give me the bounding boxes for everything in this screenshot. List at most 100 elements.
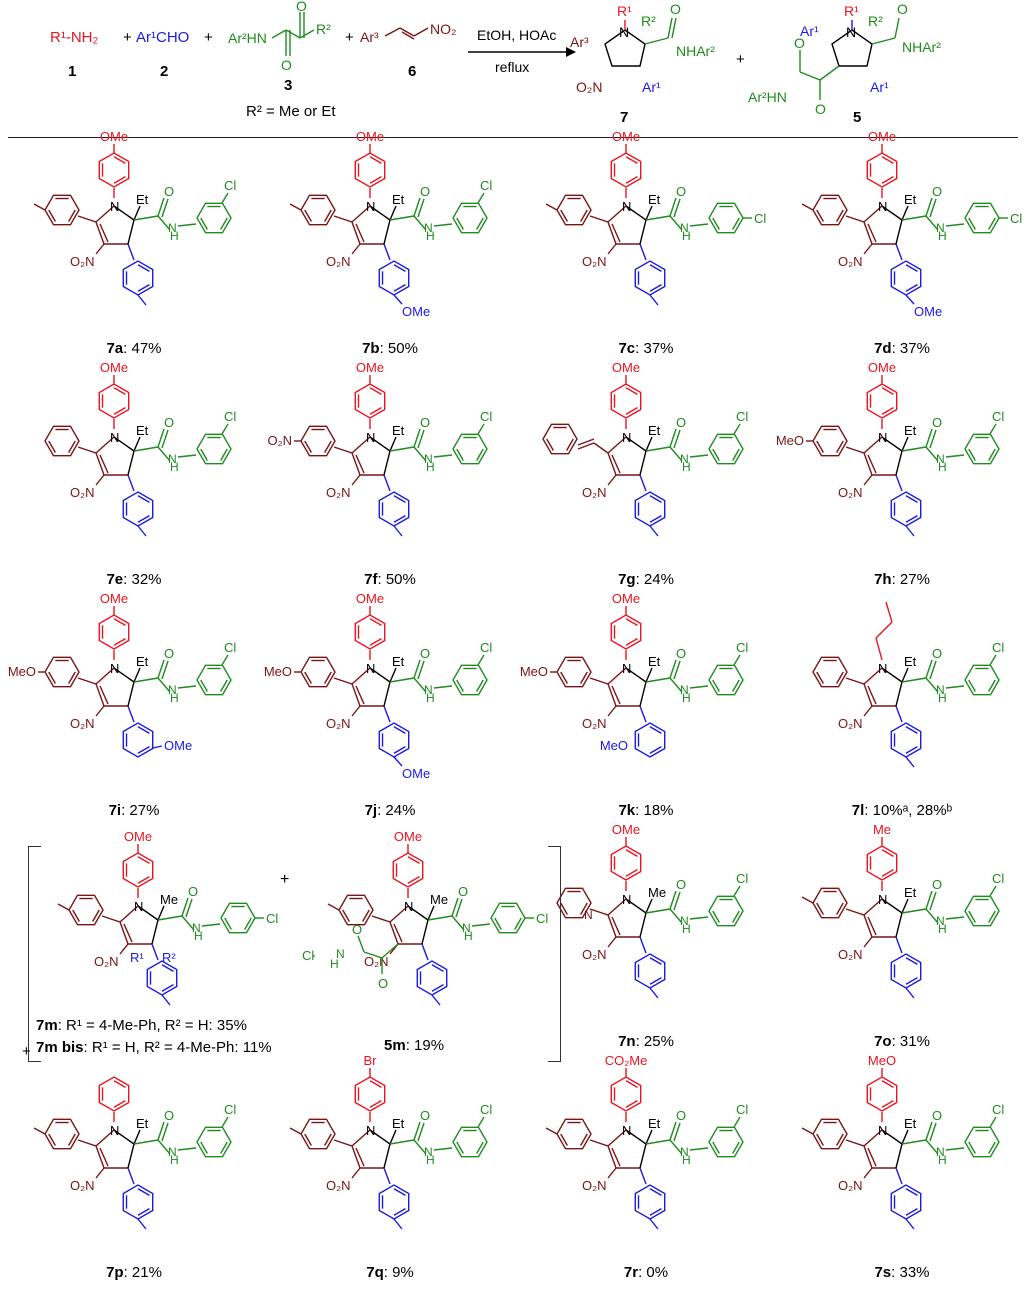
n-aryl-substituent: OMe [612, 591, 640, 606]
amide-aryl-ring [490, 902, 526, 934]
bond [77, 215, 97, 223]
compound-label: 7i [108, 802, 122, 819]
bond [327, 903, 340, 911]
bond [289, 1127, 302, 1135]
amide-aryl-cl: Cl [536, 911, 548, 926]
aromatic-bond [113, 156, 126, 164]
amide-aryl-cl: Cl [224, 178, 236, 193]
aromatic-bond [625, 1080, 638, 1088]
bond [863, 474, 873, 486]
amide-aryl-cl: Cl [992, 640, 1004, 655]
compound-yield: : 10%ᵃ, 28%ᵇ [864, 802, 953, 819]
aromatic-bond [200, 679, 208, 692]
aromatic-bond [566, 438, 574, 451]
aromatic-bond [407, 856, 420, 864]
n-atom: N [878, 1123, 887, 1138]
bond [383, 705, 391, 723]
plus-sign: + [123, 29, 132, 46]
n-aryl-ring [866, 383, 898, 419]
carbonyl-o: O [420, 184, 430, 199]
amide-aryl-cl: Cl [480, 1102, 492, 1117]
aromatic-bond [816, 209, 824, 222]
compound-yield: : 24% [635, 571, 674, 588]
c3-aryl-ring [890, 722, 922, 758]
bond [77, 446, 97, 454]
bond [451, 897, 459, 917]
n-aryl-ring [98, 1076, 130, 1112]
aromatic-bond [369, 387, 382, 395]
aromatic-bond [456, 217, 464, 230]
bond [157, 215, 171, 231]
bond [645, 436, 653, 452]
compound-label: 7c [618, 340, 636, 357]
c5-aryl-substituent: MeO [520, 664, 548, 679]
bond [427, 905, 435, 921]
bond [649, 987, 659, 999]
aromatic-bond [905, 284, 918, 292]
c2-alkyl: Et [904, 192, 917, 207]
bond [95, 705, 105, 717]
n-aryl-substituent: OMe [100, 591, 128, 606]
aromatic-bond [137, 515, 150, 523]
product-7-ar3: Ar³ [570, 34, 589, 50]
divider-line [8, 137, 1018, 138]
bond [161, 994, 171, 1006]
compound-yield: : 31% [891, 1033, 930, 1050]
amide-n: N [424, 1145, 433, 1159]
bond [177, 685, 197, 689]
product-5-o: O [897, 1, 908, 17]
aromatic-bond [649, 726, 662, 734]
bond [925, 446, 939, 462]
aromatic-bond [369, 156, 382, 164]
bond [201, 923, 221, 927]
compound-label: 7g [618, 571, 636, 588]
n-aryl-ring [610, 614, 642, 650]
bond [895, 243, 903, 261]
carbonyl-o: O [164, 415, 174, 430]
aromatic-bond [881, 176, 894, 184]
aromatic-bond [476, 1141, 484, 1154]
bond [639, 681, 647, 707]
amide-n: N [462, 921, 471, 935]
c3-aryl-ring [890, 260, 922, 296]
bond [669, 1139, 683, 1155]
bond [393, 294, 403, 305]
bond [33, 203, 46, 211]
nitro-group: O₂N [582, 947, 607, 962]
bond [357, 935, 365, 953]
compound-yield: : 24% [377, 802, 416, 819]
n-aryl-ring [866, 1076, 898, 1112]
amide-n: N [936, 683, 945, 697]
bracket-right [548, 846, 561, 1062]
c3-r1: R¹ [130, 950, 144, 965]
bond [221, 423, 229, 435]
amide-h: H [938, 229, 947, 243]
compound-7m-bis-text: : R¹ = H, R² = 4-Me-Ph: 11% [83, 1039, 272, 1056]
bond [589, 1139, 609, 1147]
aromatic-bond [48, 1133, 56, 1146]
c5-aryl-substituent: MeO [776, 433, 804, 448]
aromatic-bond [369, 176, 382, 184]
compound-caption: 7o: 31% [774, 1033, 1030, 1050]
bond [427, 915, 453, 921]
aromatic-bond [732, 679, 740, 692]
bond [925, 908, 939, 924]
n-atom: N [366, 430, 375, 445]
n-aryl-ring [354, 1076, 386, 1112]
nitro-group: O₂N [326, 485, 351, 500]
aromatic-bond [905, 726, 918, 734]
bond [867, 1147, 877, 1167]
bond [607, 243, 617, 255]
amide-aryl-cl: Cl [736, 1102, 748, 1117]
bond [389, 215, 415, 221]
bond [645, 205, 653, 221]
bond [649, 294, 659, 306]
c5-aryl-ring [300, 194, 336, 226]
amide-h: H [426, 229, 435, 243]
